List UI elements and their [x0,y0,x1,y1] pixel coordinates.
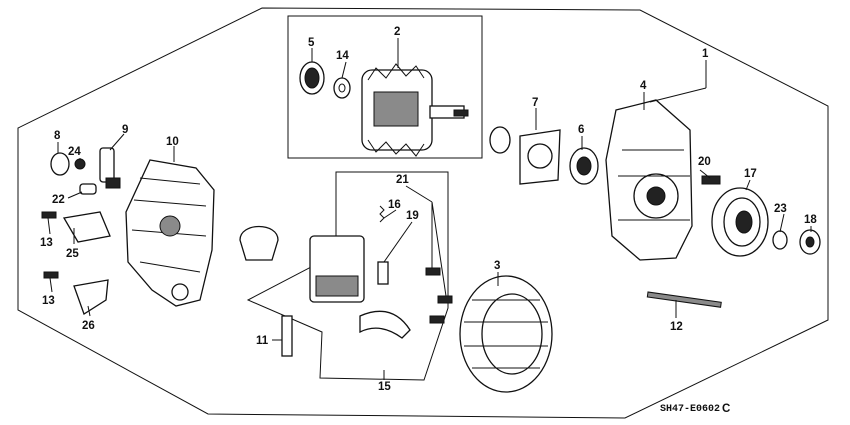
bracket-26-part [73,279,109,315]
callout-10: 10 [166,136,179,148]
callout-1: 1 [702,48,709,60]
terminal-bolt-part [99,147,121,189]
rotor-group-box [287,15,483,159]
through-bolt-part [646,291,722,308]
callout-13a: 13 [40,237,53,249]
washer-part [333,77,351,99]
callout-26: 26 [82,320,95,332]
callout-12: 12 [670,321,683,333]
callout-18: 18 [804,214,817,226]
callout-3: 3 [494,260,500,272]
rear-bearing-part [299,61,325,95]
bearing-retainer-part [489,126,511,154]
screw-a-part [425,267,441,276]
pulley-part [711,187,769,257]
leader-lines [47,38,812,380]
bushing-part [79,183,97,195]
front-bearing-part [569,147,599,185]
brush-holder-group-box [246,171,449,381]
callout-22: 22 [52,194,65,206]
nut-part [74,158,86,170]
callout-2: 2 [394,26,400,38]
diagram-code: SH47-E0602 [660,404,720,415]
rotor-part [361,63,469,157]
callout-11: 11 [256,335,269,347]
bracket-25-part [62,211,111,243]
callout-21: 21 [396,174,409,186]
bolt-20-part [701,175,721,185]
brush-part [377,205,389,285]
front-housing-part [605,99,693,261]
diagram-code-suffix: C [722,403,730,415]
callout-16: 16 [388,199,401,211]
screw-c-part [429,315,445,324]
callout-15: 15 [378,381,391,393]
screw-13b-part [43,271,59,279]
callout-5: 5 [308,37,315,49]
brush-holder-part [309,235,365,303]
callout-24: 24 [68,146,81,158]
screw-b-part [437,295,453,304]
callout-6: 6 [578,124,584,136]
screw-13a-part [41,211,57,219]
assembly-boundary [17,7,829,419]
callout-25: 25 [66,248,79,260]
callout-19: 19 [406,210,419,222]
holder-cover-part [359,310,411,339]
callout-13b: 13 [42,295,55,307]
callout-7: 7 [532,97,538,109]
callout-20: 20 [698,156,711,168]
terminal-clip-part [239,226,279,261]
callout-23: 23 [774,203,787,215]
terminal-11-part [281,315,293,357]
callout-14: 14 [336,50,349,62]
callout-4: 4 [640,80,647,92]
lock-washer-part [772,230,788,250]
terminal-insulator-part [50,152,70,176]
pulley-nut-part [799,229,821,255]
callout-17: 17 [744,168,757,180]
rear-housing-part [125,159,215,307]
callout-9: 9 [122,124,128,136]
callout-8: 8 [54,130,61,142]
stator-part [459,275,553,393]
spacer-plate-part [519,129,561,185]
